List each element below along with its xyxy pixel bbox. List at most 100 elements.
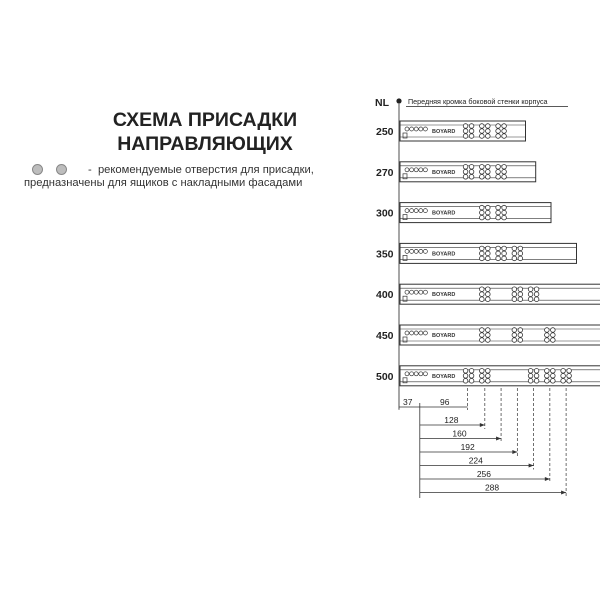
front-edge-marker-icon: [396, 98, 402, 104]
hole-icon: [479, 174, 485, 180]
hole-icon: [485, 169, 491, 175]
legend: - рекомендуемые отверстия для присадки, …: [16, 158, 316, 198]
hole-icon: [409, 330, 414, 336]
hole-icon: [479, 245, 485, 252]
dimension-label: 160: [452, 429, 466, 439]
hole-icon: [479, 332, 485, 338]
hole-icon: [485, 373, 491, 379]
legend-dash: -: [88, 164, 92, 176]
hole-icon: [479, 164, 485, 170]
hole-icon: [404, 371, 410, 377]
hole-icon: [462, 368, 469, 374]
hole-icon: [462, 164, 469, 170]
hole-icon: [566, 368, 572, 374]
hole-icon: [404, 208, 410, 213]
legend-line1: - рекомендуемые отверстия для присадки,: [88, 164, 314, 176]
hole-icon: [479, 291, 485, 297]
dimension-label: 96: [440, 397, 450, 407]
slide-length-label: 300: [376, 208, 394, 220]
hole-icon: [479, 368, 485, 374]
dimension-arrow-icon: [496, 436, 502, 441]
hole-icon: [511, 245, 518, 252]
dimension-label: 288: [485, 483, 499, 493]
hole-icon: [462, 174, 469, 180]
hole-icon: [418, 126, 424, 132]
hole-icon: [517, 337, 524, 343]
hole-icon: [517, 327, 524, 333]
hole-icon: [485, 255, 491, 262]
dimension-label: 128: [444, 415, 458, 425]
hole-icon: [418, 167, 424, 173]
hole-icon: [560, 368, 566, 374]
hole-icon: [479, 255, 485, 262]
hole-icon: [409, 289, 414, 295]
hole-icon: [544, 373, 550, 379]
hole-icon: [479, 286, 485, 292]
dimension-arrow-icon: [528, 463, 534, 468]
hole-icon: [485, 164, 491, 170]
hole-icon: [479, 128, 485, 134]
hole-icon: [517, 296, 524, 302]
slide-body: [399, 202, 552, 224]
hole-icon: [468, 174, 475, 180]
hole-icon: [418, 330, 424, 336]
hole-icon: [501, 128, 507, 134]
hole-icon: [495, 204, 501, 211]
slide-length-label: 350: [376, 248, 394, 260]
hole-icon: [533, 291, 540, 297]
tab-icon: [402, 173, 408, 180]
hole-icon: [544, 332, 550, 338]
hole-icon: [418, 208, 424, 213]
hole-icon: [485, 378, 491, 384]
brand-mark: BOYARD: [432, 129, 455, 135]
hole-icon: [479, 337, 485, 343]
hole-icon: [413, 371, 419, 377]
dimension-arrow-icon: [479, 423, 485, 427]
hole-icon: [501, 133, 507, 139]
hole-icon: [501, 214, 507, 221]
hole-icon: [495, 133, 501, 139]
hole-icon: [485, 296, 491, 302]
hole-icon: [495, 174, 501, 180]
hole-icon: [479, 133, 485, 139]
dimension-arrow-icon: [544, 477, 550, 481]
dimension-label: 192: [461, 442, 475, 452]
tab-icon: [402, 295, 408, 302]
dimension-label: 37: [403, 397, 413, 407]
hole-icon: [485, 291, 491, 297]
hole-icon: [566, 373, 572, 379]
hole-icon: [485, 209, 491, 216]
hole-icon: [527, 368, 534, 374]
hole-icon: [560, 378, 566, 384]
hole-icon: [550, 368, 556, 374]
brand-mark: BOYARD: [432, 170, 455, 176]
hole-icon: [485, 174, 491, 180]
hole-icon: [495, 250, 501, 257]
slide-length-label: 450: [376, 330, 394, 342]
hole-icon: [550, 337, 556, 343]
hole-icon: [533, 286, 540, 292]
hole-icon: [501, 245, 507, 252]
hole-icon: [544, 337, 550, 343]
hole-icon: [550, 327, 556, 333]
hole-icon: [527, 291, 534, 297]
hole-icon: [468, 378, 475, 384]
hole-icon: [479, 204, 485, 211]
legend-text: - рекомендуемые отверстия для присадки, …: [24, 164, 324, 190]
hole-icon: [479, 169, 485, 175]
hole-icon: [527, 296, 534, 302]
brand-mark: BOYARD: [432, 292, 455, 298]
hole-icon: [462, 378, 469, 384]
nl-label: NL: [375, 97, 390, 109]
scheme-title: СХЕМА ПРИСАДКИ НАПРАВЛЯЮЩИХ: [100, 108, 310, 156]
hole-icon: [413, 167, 419, 173]
hole-icon: [409, 371, 414, 377]
hole-icon: [495, 255, 501, 262]
hole-icon: [485, 245, 491, 252]
front-edge-label: Передняя кромка боковой стенки корпуса: [408, 97, 548, 106]
hole-icon: [511, 286, 518, 292]
hole-icon: [550, 378, 556, 384]
hole-icon: [501, 169, 507, 175]
